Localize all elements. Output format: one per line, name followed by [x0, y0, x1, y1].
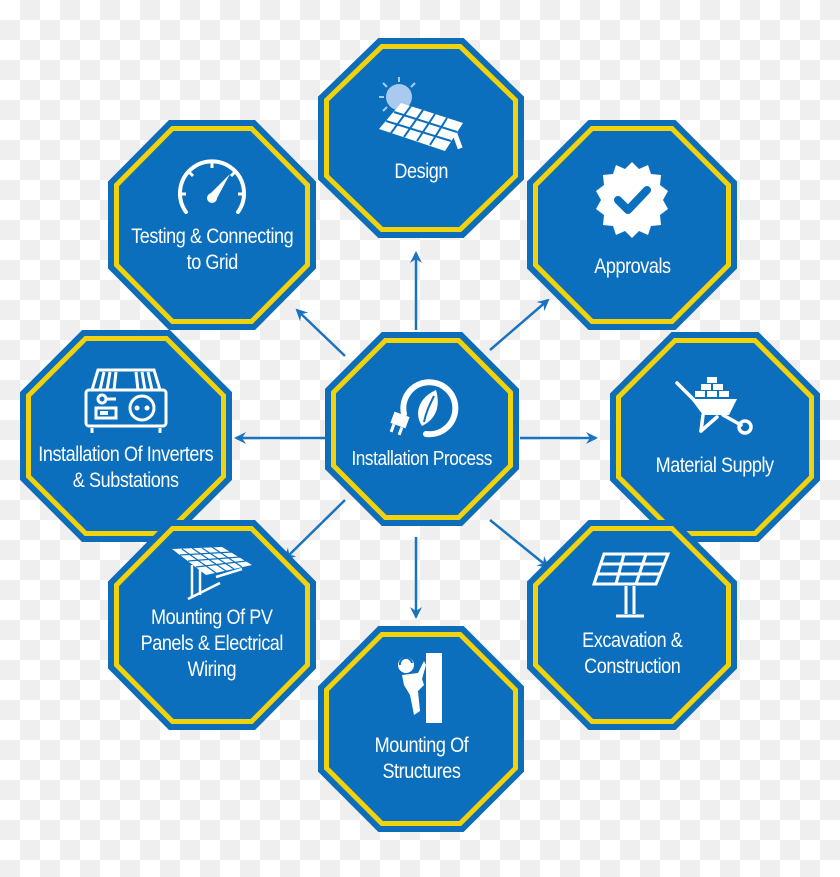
step-label: Mounting Of PV Panels & Electrical Wirin…	[140, 606, 284, 681]
solar-panel-sun-icon	[379, 77, 463, 151]
step-label: Mounting Of Structures	[374, 734, 468, 783]
step-mounting-pv: Mounting Of PV Panels & Electrical Wirin…	[108, 520, 316, 730]
step-excavation: Excavation & Construction	[527, 520, 737, 730]
pv-array-on-stand-icon	[172, 547, 252, 601]
step-label: Testing & Connecting to Grid	[130, 225, 294, 274]
step-label: Excavation & Construction	[581, 629, 683, 678]
step-material-supply: Material Supply	[610, 332, 820, 542]
arrow-to-excavation	[489, 519, 550, 569]
verified-badge-check-icon	[596, 162, 668, 238]
climbing-worker-icon	[398, 653, 442, 723]
step-label: Material Supply	[655, 454, 775, 477]
step-mounting-structures: Mounting Of Structures	[318, 626, 524, 832]
step-label: Design	[394, 160, 448, 183]
arrow-to-testing	[295, 308, 346, 357]
eco-plug-leaf-icon	[389, 379, 459, 438]
center-installation-process: Installation Process	[325, 332, 519, 526]
solar-panel-on-pole-icon	[592, 552, 671, 618]
arrow-to-approvals	[489, 298, 550, 351]
inverter-unit-icon	[84, 368, 168, 433]
center-label: Installation Process	[351, 448, 493, 470]
step-label: Installation Of Inverters & Substations	[38, 443, 214, 492]
step-label: Approvals	[593, 255, 671, 278]
arrow-to-mounting-pv	[283, 499, 346, 561]
wheelbarrow-bricks-icon	[675, 377, 753, 435]
step-inverters: Installation Of Inverters & Substations	[20, 330, 232, 542]
step-design: Design	[318, 38, 524, 238]
step-approvals: Approvals	[527, 120, 737, 330]
speedometer-gauge-icon	[178, 159, 246, 214]
step-testing: Testing & Connecting to Grid	[108, 120, 316, 330]
